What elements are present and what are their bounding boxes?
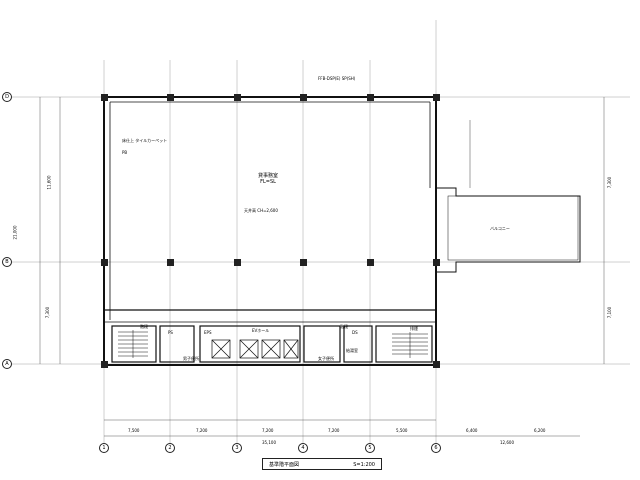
room-label-ds: DS	[352, 330, 358, 335]
room-label-kitchen: 給湯室	[346, 348, 358, 353]
right-extension-label: 12,600	[500, 440, 514, 445]
room-label-stair-left: 階段	[140, 324, 148, 329]
dimension-lines	[39, 97, 605, 437]
span-label-1: 7,500	[128, 428, 140, 433]
drawing-scale: S=1:200	[353, 462, 375, 468]
total-width-label: 35,100	[262, 440, 276, 445]
room-label-office: 貸事務室 FL=SL	[258, 172, 278, 185]
drawing-title: 基準階平面図	[269, 462, 300, 468]
grid-axis-col-3: 3	[232, 443, 242, 453]
annotation-hatch: FFB-DSP(E) SP(SH)	[318, 76, 356, 81]
office-name: 貸事務室	[258, 173, 279, 179]
left-vertical-2: 7,300	[45, 306, 51, 319]
grid-axis-row-A: A	[2, 359, 12, 369]
room-label-ps: PS	[168, 330, 173, 335]
span-label-2: 7,200	[196, 428, 208, 433]
office-fl: FL=SL	[260, 179, 276, 185]
span-label-5: 5,500	[396, 428, 408, 433]
grid-axis-col-5: 5	[365, 443, 375, 453]
left-vertical-1: 11,600	[46, 175, 52, 190]
drawing-title-block: 基準階平面図 S=1:200	[262, 458, 382, 470]
span-label-4: 7,200	[328, 428, 340, 433]
grid-axis-col-2: 2	[165, 443, 175, 453]
room-label-stair-right: 階段	[340, 324, 348, 329]
grid-axis-col-1: 1	[99, 443, 109, 453]
right-vertical-1: 7,300	[607, 176, 613, 189]
right-subspan-2: 6,200	[534, 428, 546, 433]
stair-right	[392, 332, 428, 358]
grid-axis-col-6: 6	[431, 443, 441, 453]
structural-columns	[101, 94, 440, 368]
annotation-floor: 床仕上 タイルカーペット	[122, 138, 168, 143]
balcony-outline	[436, 120, 581, 273]
stair-left	[118, 330, 148, 358]
outer-walls	[103, 96, 437, 366]
span-label-3: 7,200	[262, 428, 274, 433]
room-label-eps: EPS	[204, 330, 212, 335]
room-label-balcony: バルコニー	[490, 226, 510, 231]
core-walls	[104, 309, 436, 363]
annotation-ceiling: 天井高 CH=2,600	[244, 208, 278, 213]
grid-axis-row-D: D	[2, 92, 12, 102]
right-subspan-1: 6,400	[466, 428, 478, 433]
room-label-wc-men: 男子便所	[183, 356, 199, 361]
room-label-ev-hall: EVホール	[252, 328, 270, 333]
left-total: 21,000	[12, 225, 18, 240]
elevator-shafts	[211, 339, 299, 359]
grid-axis-row-B: B	[2, 257, 12, 267]
right-vertical-2: 7,100	[607, 306, 613, 319]
annotation-wall: PB	[122, 150, 128, 155]
grid-axis-col-4: 4	[298, 443, 308, 453]
room-label-wc-women: 女子便所	[318, 356, 334, 361]
room-label-smoke: 排煙	[410, 326, 418, 331]
